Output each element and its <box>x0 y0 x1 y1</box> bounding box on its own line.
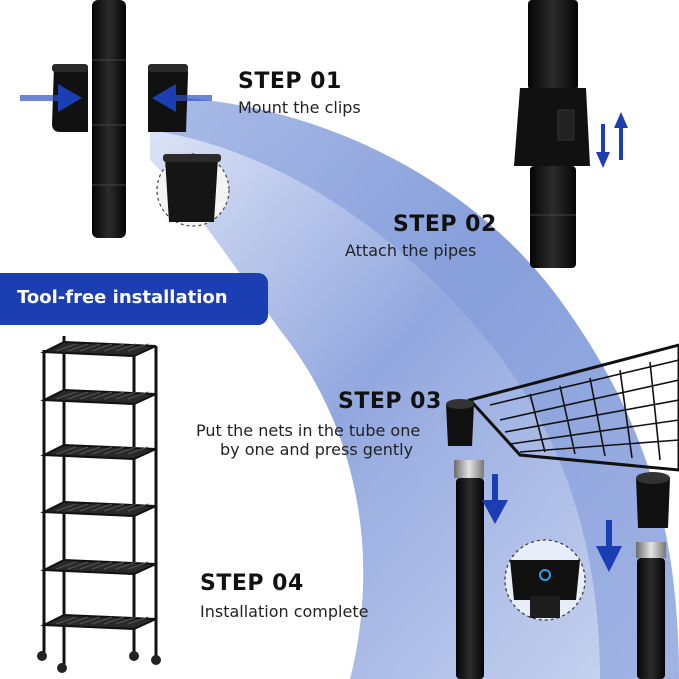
shelf-level <box>40 500 157 518</box>
step2-pipe-join <box>514 0 628 268</box>
shelf-levels <box>40 340 157 631</box>
step4-desc: Installation complete <box>200 602 369 621</box>
step3-desc-line1: Put the nets in the tube one <box>196 421 421 440</box>
tool-free-banner: Tool-free installation <box>0 273 268 325</box>
step1-desc: Mount the clips <box>238 98 361 117</box>
step4-shelving-unit <box>42 336 158 664</box>
step2-title: STEP 02 <box>393 212 497 237</box>
step1-pipe-clips <box>20 0 230 238</box>
step1-title: STEP 01 <box>238 69 342 94</box>
step3-shelf-corner <box>446 343 679 679</box>
decorative-arc <box>150 96 679 679</box>
shelf-level <box>40 388 157 406</box>
shelf-level <box>40 613 157 631</box>
shelf-level <box>40 558 157 576</box>
banner-text: Tool-free installation <box>17 287 228 308</box>
step3-title: STEP 03 <box>338 389 442 414</box>
shelf-wheels <box>37 651 161 673</box>
shelf-level <box>40 443 157 461</box>
step3-desc-line2: by one and press gently <box>220 440 414 459</box>
step2-desc: Attach the pipes <box>345 241 477 260</box>
step4-title: STEP 04 <box>200 571 304 596</box>
shelf-level <box>40 340 157 358</box>
